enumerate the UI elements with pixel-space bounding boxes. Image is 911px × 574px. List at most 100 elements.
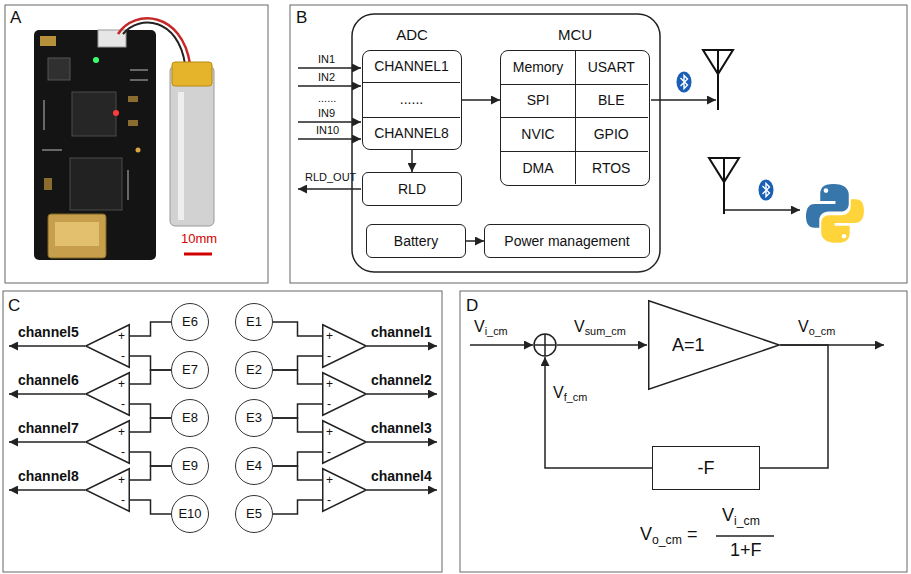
- amplifier: A=1: [648, 300, 780, 390]
- node-text: RLD: [398, 181, 426, 197]
- electrode-circle: E5: [235, 495, 273, 533]
- node-text: NVIC: [521, 126, 554, 142]
- formula-term: Vi_cm: [722, 505, 760, 526]
- node-text: SPI: [527, 92, 550, 108]
- node-sign: -: [327, 446, 372, 458]
- block-box: Power management: [484, 224, 650, 258]
- electrode-circle: E10: [171, 495, 209, 533]
- node-sign: +: [326, 474, 371, 486]
- label-holder: channel1: [371, 324, 432, 340]
- label-holder: RLD_OUT: [305, 171, 356, 184]
- red-wire: [118, 18, 190, 64]
- python-yellow: [821, 199, 864, 243]
- summing-junction: [534, 334, 556, 356]
- battery-connector: [98, 30, 126, 47]
- module-cell: BLE: [575, 84, 649, 118]
- channel-output: [9, 441, 85, 443]
- panel-letter: D: [466, 296, 478, 316]
- subscript: f_cm: [564, 391, 588, 403]
- solder-pad: [40, 36, 56, 46]
- label-holder: C: [8, 296, 20, 316]
- connector: [273, 370, 322, 384]
- node-text: BLE: [598, 92, 624, 108]
- label-holder: Vsum_cm: [574, 318, 626, 336]
- node-text: E5: [246, 507, 262, 522]
- component: [128, 120, 138, 126]
- channel-name: channel8: [18, 468, 79, 484]
- channel-output: [9, 345, 85, 347]
- python-eye: [824, 188, 829, 193]
- node-sign: -: [121, 350, 166, 362]
- module-cell: Memory: [501, 51, 576, 85]
- amplifier-outline: [648, 300, 780, 390]
- connector: [273, 404, 322, 418]
- fraction-bar: [716, 535, 774, 536]
- bluetooth-rune: [681, 76, 688, 89]
- label-holder: channel7: [18, 420, 79, 436]
- label-holder: channel4: [371, 468, 432, 484]
- electrode-art: [9, 346, 437, 490]
- node-text: E4: [246, 459, 262, 474]
- device-outline: [352, 14, 660, 272]
- signal-arrow: [557, 344, 647, 346]
- node-text: RTOS: [592, 160, 630, 176]
- connector: [130, 356, 171, 370]
- label-holder: IN9: [318, 107, 335, 120]
- subscript: o_cm: [652, 533, 682, 547]
- electrode-circle: E1: [235, 303, 273, 341]
- antenna-symbol: [709, 158, 739, 214]
- battery-top: [172, 62, 212, 86]
- node-text: E1: [246, 315, 262, 330]
- black-wire: [123, 23, 185, 64]
- node-sign: +: [326, 426, 371, 438]
- node-sign: -: [121, 398, 166, 410]
- connector: [466, 240, 484, 242]
- connector: [273, 466, 322, 480]
- electrode-circle: E6: [171, 303, 209, 341]
- signal-name: Vf_cm: [553, 384, 587, 402]
- amplifier: +-: [85, 372, 130, 416]
- block-box: RLD: [362, 172, 462, 206]
- connector: [130, 452, 171, 466]
- signal-name: Vsum_cm: [574, 318, 626, 336]
- node-text: ......: [400, 91, 423, 107]
- connector: [273, 356, 322, 370]
- node-sign: A=1: [672, 334, 804, 356]
- bluetooth-icon: [759, 180, 774, 201]
- channel-output: [367, 345, 437, 347]
- node-text: E7: [182, 363, 198, 378]
- label-holder: Vf_cm: [553, 384, 587, 402]
- device-photo: [34, 18, 214, 260]
- block-heading: MCU: [501, 26, 649, 43]
- electrode-circle: E7: [171, 351, 209, 389]
- bluetooth-rune: [763, 184, 770, 197]
- channel-name: channel4: [371, 468, 432, 484]
- connector: [130, 404, 171, 418]
- label-holder: Vo_cm: [798, 318, 835, 336]
- amplifier: +-: [322, 420, 367, 464]
- led: [93, 57, 99, 63]
- python-eye: [842, 234, 847, 239]
- signal-name: ......: [318, 92, 336, 105]
- chip: [72, 92, 116, 136]
- formula-term: 1+F: [730, 540, 762, 561]
- battery: [170, 66, 214, 226]
- connector: [411, 150, 413, 172]
- bluetooth-badge: [677, 72, 692, 93]
- formula-term: Vo_cm =: [640, 524, 697, 545]
- connector: [273, 322, 322, 336]
- label-holder: ......: [318, 92, 336, 105]
- battery-highlight: [178, 92, 184, 220]
- channel-name: channel6: [18, 372, 79, 388]
- silkscreen: [42, 70, 148, 200]
- channel-output: [367, 393, 437, 395]
- electrode-circle: E3: [235, 399, 273, 437]
- bluetooth-badge: [759, 180, 774, 201]
- signal-arrow: [470, 344, 533, 346]
- module-cell: GPIO: [575, 118, 649, 152]
- radio-arrow: [725, 209, 800, 211]
- label-holder: IN2: [318, 71, 335, 84]
- input-arrow: [298, 121, 361, 122]
